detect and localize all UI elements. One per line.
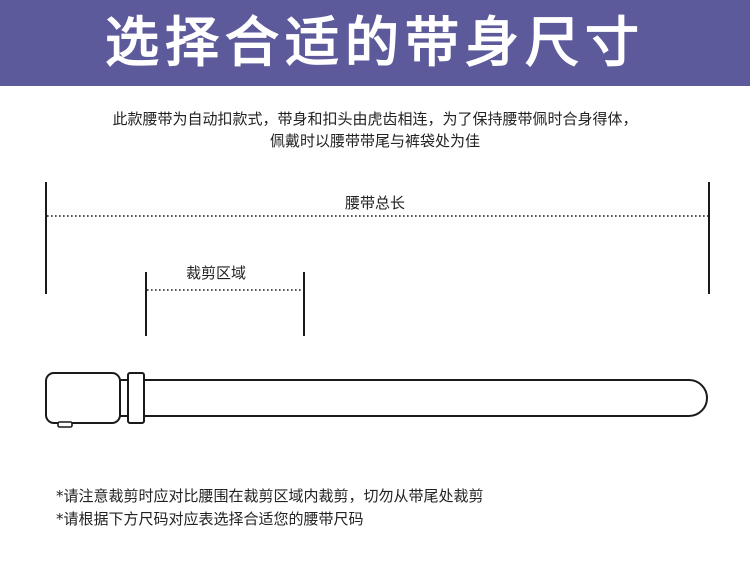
belt-loop [127,372,145,424]
intro-text-line-1: 此款腰带为自动扣款式，带身和扣头由虎齿相连，为了保持腰带佩时合身得体， [112,110,638,128]
buckle-head [45,372,121,424]
cut-area-label: 裁剪区域 [186,264,247,282]
intro-text-line-2: 佩戴时以腰带带尾与裤袋处为佳 [269,132,480,150]
note-line-1: *请注意裁剪时应对比腰围在裁剪区域内裁剪，切勿从带尾处裁剪 [56,487,484,505]
total-length-label: 腰带总长 [344,194,405,212]
header-banner: 选择合适的带身尺寸 [0,0,750,86]
buckle-clip [57,421,73,428]
belt-strap [120,379,708,417]
page-title: 选择合适的带身尺寸 [105,11,645,74]
note-line-2: *请根据下方尺码对应表选择合适您的腰带尺码 [56,510,364,528]
